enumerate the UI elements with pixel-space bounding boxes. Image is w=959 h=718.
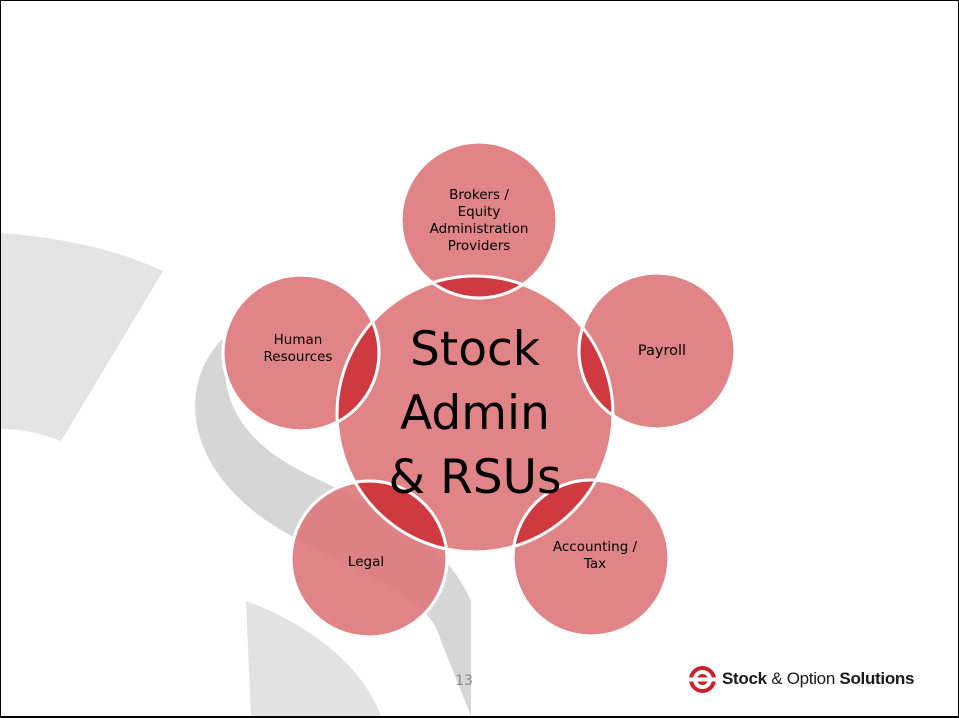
logo-word-option: & Option xyxy=(771,669,835,688)
node-label-accounting: Accounting / Tax xyxy=(552,539,638,572)
center-label-line: & RSUs xyxy=(388,450,562,505)
center-label-line: Admin xyxy=(400,386,550,441)
logo-mark-icon xyxy=(689,665,716,693)
node-label-hr: Human Resources xyxy=(263,332,333,365)
center-label-line: Stock xyxy=(409,322,541,377)
logo-word-stock: Stock xyxy=(722,669,767,688)
logo-word-solutions: Solutions xyxy=(839,669,915,688)
logo-text: Stock & Option Solutions xyxy=(722,669,914,689)
node-label-brokers: Brokers / Equity Administration Provider… xyxy=(429,187,529,254)
company-logo: Stock & Option Solutions xyxy=(689,665,914,693)
page-number: 13 xyxy=(455,673,473,689)
node-label-payroll: Payroll xyxy=(637,342,687,359)
center-label: Stock Admin & RSUs xyxy=(375,314,575,514)
node-label-legal: Legal xyxy=(347,553,385,570)
